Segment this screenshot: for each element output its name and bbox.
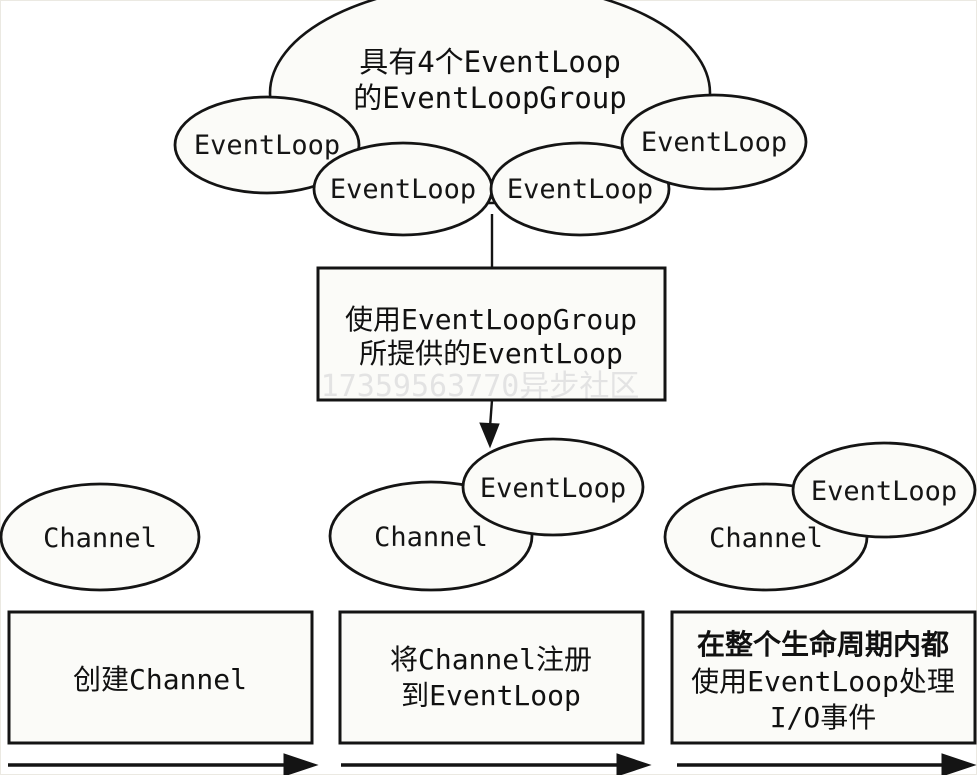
- stage2-eventloop-ellipse: [461, 437, 645, 537]
- stage3-timeline-arrowhead-icon: [941, 753, 977, 775]
- stage1-box-line1: 创建Channel: [73, 663, 247, 696]
- eventloopgroup-title-line1: 具有4个EventLoop: [359, 45, 621, 79]
- stage3-box-line3: I/O事件: [770, 701, 877, 734]
- provide-box: [316, 266, 667, 402]
- eventloop-ellipse-1: [173, 95, 361, 195]
- eventloopgroup-title-line2: 的EventLoopGroup: [353, 81, 626, 115]
- stage3-eventloop-ellipse: [791, 441, 977, 539]
- box-to-channel-arrow-line: [488, 399, 494, 428]
- stage1-channel-label: Channel: [43, 523, 157, 554]
- eventloop-label-4: EventLoop: [641, 127, 787, 158]
- stage2-channel-label: Channel: [374, 522, 488, 553]
- stage3-box: [670, 610, 977, 745]
- eventloop-ellipse-4: [620, 93, 808, 191]
- stage1-box: [7, 610, 314, 745]
- stage3-box-line2: 使用EventLoop处理: [691, 665, 955, 698]
- eventloop-label-2: EventLoop: [330, 174, 476, 205]
- stage3-eventloop-label: EventLoop: [811, 476, 957, 507]
- stage2-eventloop-label: EventLoop: [480, 473, 626, 504]
- stage1-timeline-arrowhead-icon: [283, 753, 319, 775]
- stage3-box-line1: 在整个生命周期内都: [697, 628, 949, 661]
- eventloop-label-3: EventLoop: [507, 174, 653, 205]
- diagram-labels: 具有4个EventLoop 的EventLoopGroup EventLoop …: [43, 45, 957, 734]
- watermark-text: 17359563770异步社区: [321, 369, 640, 404]
- provide-box-line1: 使用EventLoopGroup: [345, 303, 637, 336]
- eventloop-ellipse-3: [489, 141, 671, 237]
- provide-box-line2: 所提供的EventLoop: [359, 337, 623, 370]
- stage3-channel-label: Channel: [709, 523, 823, 554]
- box-to-channel-arrowhead: [479, 422, 500, 449]
- stage2-timeline-arrowhead-icon: [616, 753, 652, 775]
- stage1-channel-ellipse: [0, 482, 201, 592]
- stage2-box-line2: 到EventLoop: [401, 679, 581, 712]
- stage2-box-line1: 将Channel注册: [390, 643, 592, 676]
- eventloop-label-1: EventLoop: [194, 130, 340, 161]
- stage2-box: [338, 610, 645, 745]
